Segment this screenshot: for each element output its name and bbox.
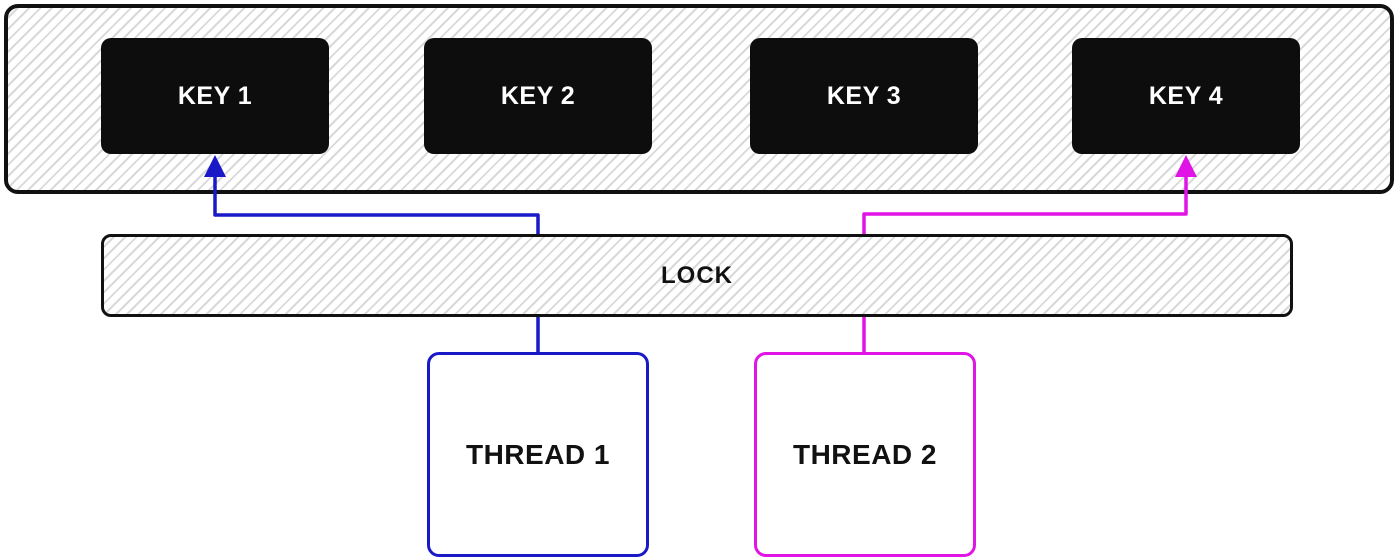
thread2-box: THREAD 2 — [754, 352, 976, 557]
key3-box: KEY 3 — [750, 38, 978, 154]
key1-box: KEY 1 — [101, 38, 329, 154]
key3-label: KEY 3 — [826, 81, 902, 110]
lock-label: LOCK — [661, 261, 733, 289]
thread1-box: THREAD 1 — [427, 352, 649, 557]
key2-box: KEY 2 — [424, 38, 652, 154]
lock-bar: LOCK — [101, 234, 1293, 317]
thread2-label: THREAD 2 — [792, 438, 937, 470]
key1-label: KEY 1 — [177, 81, 253, 110]
key4-box: KEY 4 — [1072, 38, 1300, 154]
thread1-label: THREAD 1 — [465, 438, 610, 470]
key4-label: KEY 4 — [1148, 81, 1224, 110]
key2-label: KEY 2 — [500, 81, 576, 110]
